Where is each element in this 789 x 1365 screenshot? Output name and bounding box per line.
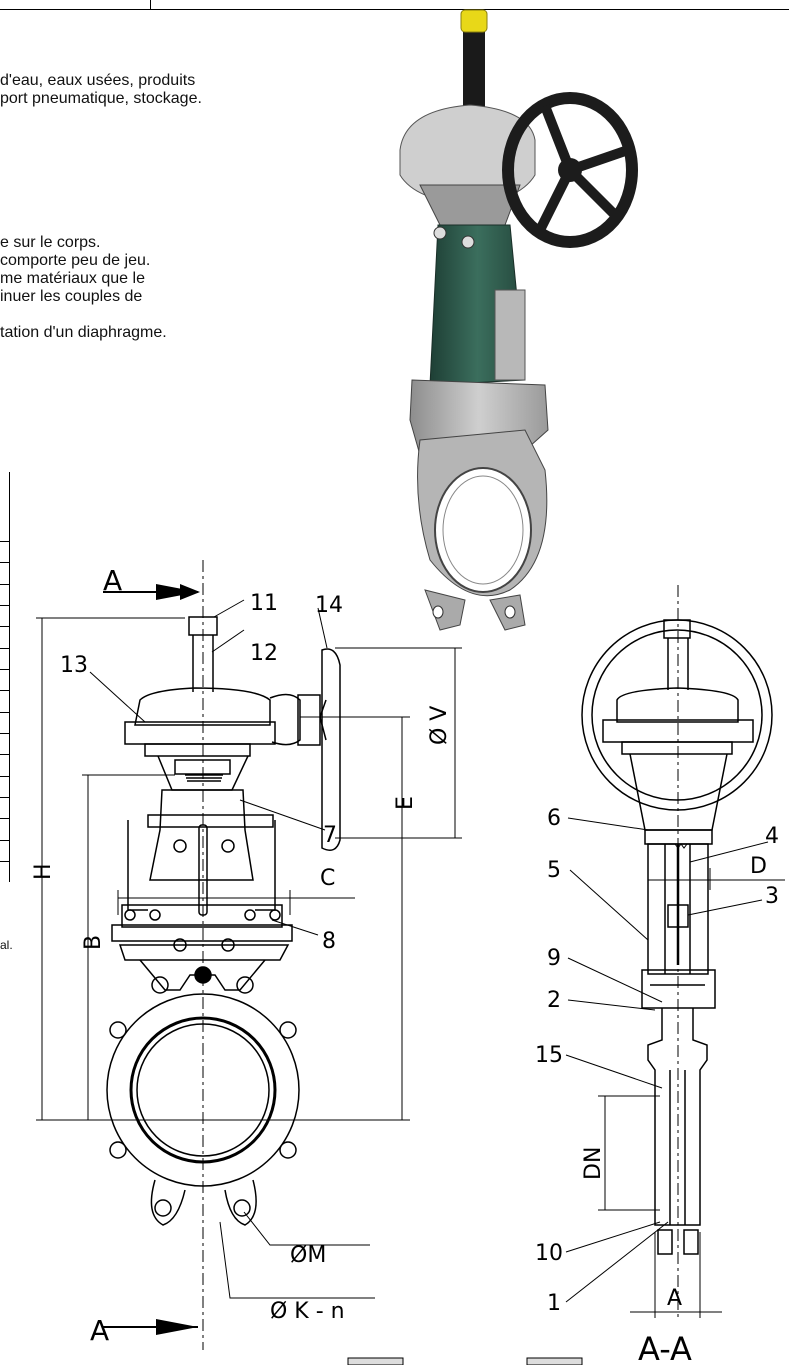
callout-13: 13 [60, 653, 88, 678]
feature-line-6: tation d'un diaphragme. [0, 324, 167, 341]
callout-6: 6 [547, 806, 561, 831]
callout-7: 7 [323, 823, 337, 848]
callout-5: 5 [547, 858, 561, 883]
description-line-1: d'eau, eaux usées, produits [0, 72, 196, 89]
feature-line-2: comporte peu de jeu. [0, 252, 151, 269]
callout-1: 1 [547, 1291, 561, 1316]
callout-14: 14 [315, 593, 343, 618]
dim-e-label: E [393, 796, 418, 810]
dim-v-label: Ø V [427, 706, 452, 745]
section-marker-top: A [103, 564, 122, 597]
callout-15: 15 [535, 1043, 563, 1068]
top-border-line [0, 9, 789, 10]
callout-9: 9 [547, 946, 561, 971]
table-note: al. [0, 938, 13, 952]
dim-k-label: Ø K - n [270, 1299, 345, 1324]
top-border-tick [150, 0, 151, 10]
dimension-table-edge [0, 472, 10, 882]
dim-c-label: C [320, 866, 335, 891]
section-marker-bottom: A [90, 1314, 109, 1347]
callout-8: 8 [322, 929, 336, 954]
callout-4: 4 [765, 824, 779, 849]
feature-line-1: e sur le corps. [0, 234, 101, 251]
section-title: A-A [638, 1330, 692, 1365]
stem-cap-icon [460, 9, 488, 33]
callout-2: 2 [547, 988, 561, 1013]
description-line-2: port pneumatique, stockage. [0, 90, 202, 107]
callout-12: 12 [250, 641, 278, 666]
dim-d-label: D [750, 854, 767, 879]
front-view-drawing [36, 560, 462, 1350]
feature-line-4: inuer les couples de [0, 288, 143, 305]
callout-10: 10 [535, 1241, 563, 1266]
dim-dn-label: DN [581, 1147, 606, 1180]
dim-m-label: ØM [290, 1243, 326, 1268]
side-section-drawing [565, 585, 785, 1320]
dim-h-label: H [31, 863, 56, 880]
feature-line-3: me matériaux que le [0, 270, 145, 287]
dim-b-label: B [81, 935, 106, 950]
callout-3: 3 [765, 884, 779, 909]
handwheel-icon [502, 92, 638, 248]
partial-box-right [526, 1357, 583, 1365]
valve-3d-render [399, 9, 638, 631]
partial-box-left [347, 1357, 404, 1365]
dim-a-label: A [667, 1286, 682, 1311]
callout-11: 11 [250, 591, 278, 616]
